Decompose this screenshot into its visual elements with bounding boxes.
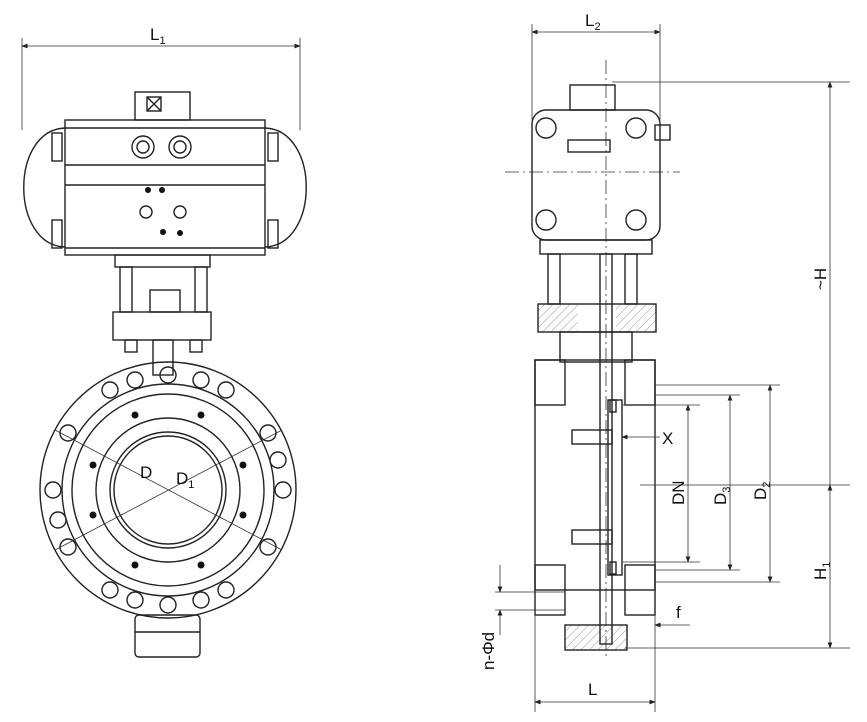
pneumatic-actuator (23, 91, 307, 256)
dimension-label-D: D (140, 463, 152, 482)
dimension-label-D3: D3 (711, 487, 733, 505)
dimension-label-H: ~H (811, 268, 830, 290)
stem-bracket (537, 253, 657, 645)
side-view: L2 (479, 11, 850, 712)
mounting-bracket (112, 254, 212, 376)
dimension-label-H1: H1 (811, 562, 833, 580)
dimension-label-L: L (588, 680, 597, 699)
front-view: L1 (21, 25, 307, 658)
dimension-label-L2: L2 (585, 11, 601, 33)
dimension-label-D1: D1 (176, 469, 194, 491)
actuator-side (531, 84, 671, 255)
dimension-label-L1: L1 (150, 25, 166, 47)
valve-body-section (534, 359, 656, 651)
dimension-label-X: X (662, 429, 673, 448)
dimension-label-f: f (676, 603, 681, 622)
valve-flange (39, 361, 297, 658)
dimension-label-D2: D2 (751, 482, 773, 500)
dimension-label-n-phi-d: n-Φd (479, 632, 498, 670)
dimension-label-DN: DN (669, 480, 688, 505)
